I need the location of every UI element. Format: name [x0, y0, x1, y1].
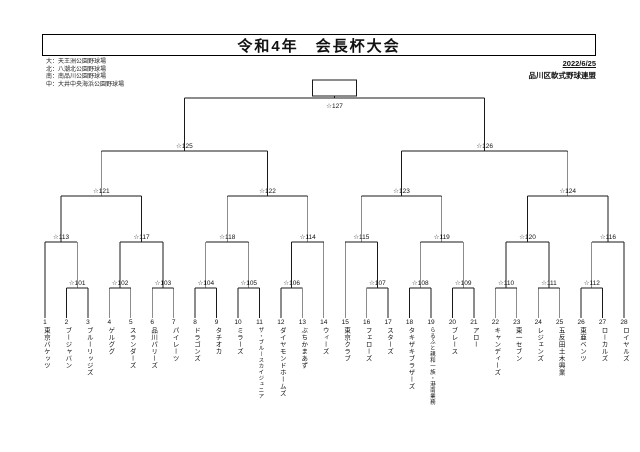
- team-number: 20: [448, 319, 457, 326]
- team-name: キャンディーズ: [492, 327, 500, 376]
- team-number: 13: [298, 319, 306, 326]
- team-number: 16: [363, 319, 371, 326]
- team-name: ブージャバン: [63, 327, 71, 369]
- team-number: 5: [128, 319, 133, 326]
- team-number: 15: [341, 319, 349, 326]
- team-number: 26: [577, 319, 585, 326]
- team-name: スターズ: [385, 327, 393, 355]
- team-name: タキザキブラザーズ: [406, 327, 414, 390]
- team-number: 10: [234, 319, 242, 326]
- event-date: 2022/6/25: [562, 59, 596, 68]
- team-number: 21: [470, 319, 478, 326]
- team-number: 6: [150, 319, 155, 326]
- venue-line-2: 北：八潮北公園野球場: [46, 66, 107, 73]
- team-name: 東京クラブ: [342, 327, 350, 362]
- team-name: ウィーズ: [321, 327, 329, 355]
- venue-line-3: 南：南品川公園野球場: [46, 74, 107, 80]
- team-name: パイレーツ: [171, 327, 179, 362]
- team-number: 22: [491, 319, 499, 326]
- team-name: らるふと親和一族・港南業務: [428, 327, 435, 405]
- team-number: 12: [277, 319, 285, 326]
- team-number: 27: [598, 319, 607, 326]
- team-name: ブレース: [449, 327, 457, 355]
- team-name: ダイヤモンドホームズ: [278, 327, 286, 397]
- venue-line-4: 中：大井中央海浜公園野球場: [46, 81, 125, 88]
- team-name: フェローズ: [364, 327, 372, 362]
- team-number: 19: [427, 319, 435, 326]
- team-number: 7: [171, 319, 176, 326]
- team-number: 3: [86, 319, 90, 326]
- organization: 品川区軟式野球連盟: [528, 71, 597, 80]
- team-number: 9: [214, 319, 219, 326]
- team-number: 8: [193, 319, 197, 326]
- team-name: ローカルズ: [599, 327, 607, 362]
- team-number: 28: [620, 319, 628, 326]
- team-name: ぶちかまあず: [299, 327, 307, 369]
- team-name: 東京バケッツ: [42, 327, 50, 369]
- team-number: 25: [556, 319, 564, 326]
- team-number: 1: [43, 319, 47, 326]
- venue-line-1: 大：天王洲公園野球場: [46, 59, 107, 65]
- team-name: ロイヤルズ: [621, 327, 629, 362]
- team-name: タチオカ: [213, 327, 221, 355]
- team-name: ミラーズ: [235, 327, 243, 355]
- team-number: 11: [256, 319, 263, 326]
- team-number: 4: [107, 319, 112, 326]
- page-title: 令和4年 会長杯大会: [42, 34, 596, 56]
- team-name: 品川パリーズ: [149, 327, 157, 369]
- team-name: レジェンズ: [535, 327, 543, 362]
- team-name: ゲルググ: [106, 327, 114, 355]
- venue-legend: 大：天王洲公園野球場 北：八潮北公園野球場 南：南品川公園野球場 中：大井中央海…: [46, 59, 124, 89]
- team-name: ブルーリッジズ: [85, 327, 93, 376]
- team-name: アロー: [471, 327, 479, 348]
- team-number: 24: [534, 319, 542, 326]
- header-meta: 2022/6/25 品川区軟式野球連盟: [529, 59, 597, 81]
- team-number: 18: [405, 319, 414, 326]
- match-label: ☆127: [326, 103, 343, 110]
- team-number: 23: [513, 319, 521, 326]
- team-name: 東一セブン: [514, 327, 522, 362]
- team-number: 14: [320, 319, 328, 326]
- team-name: ドラゴンズ: [192, 327, 200, 362]
- team-name: スランダーズ: [128, 327, 136, 369]
- team-name: ザ・ブルースカイジュニア: [257, 327, 264, 399]
- champion-box: [312, 79, 357, 97]
- team-name: 五反田土木興業: [557, 327, 565, 376]
- team-number: 2: [64, 319, 69, 326]
- team-number: 17: [384, 319, 392, 326]
- team-name: 東亜ベンツ: [578, 327, 586, 362]
